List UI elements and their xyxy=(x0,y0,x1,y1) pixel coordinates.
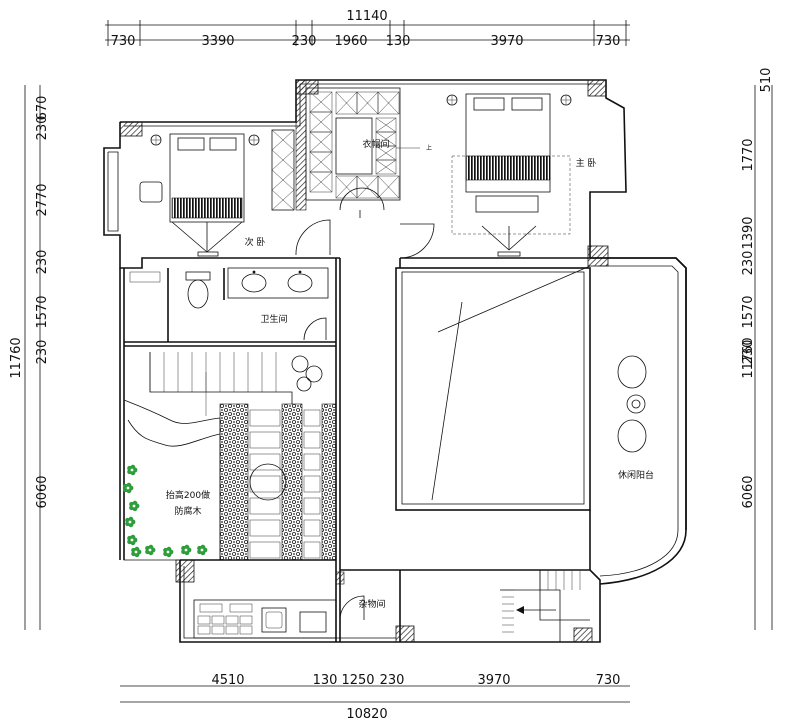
left-seg-1: 230 xyxy=(35,116,50,141)
closet-label: 衣帽间 xyxy=(362,138,389,150)
second-bedroom-label: 次 卧 xyxy=(245,236,266,248)
utility-area: 杂物间 xyxy=(193,595,386,639)
outer-walls xyxy=(103,79,687,643)
bottom-seg-2: 130 xyxy=(313,673,338,688)
bathroom-label: 卫生间 xyxy=(260,313,287,325)
top-seg-7: 730 xyxy=(596,34,621,49)
bottom-seg-5: 3970 xyxy=(477,673,510,688)
bottom-seg-4: 230 xyxy=(380,673,405,688)
bottom-seg-3: 1250 xyxy=(341,673,374,688)
bottom-total-label: 10820 xyxy=(346,707,387,722)
desk-chair xyxy=(139,181,163,203)
bottom-seg-6: 730 xyxy=(596,673,621,688)
cabinet-cell xyxy=(377,175,400,199)
up-mark: 上 xyxy=(426,144,432,152)
right-dimension: 11760 510 1770 1390 230 1570 230 6060 xyxy=(741,68,774,630)
left-dimension: 11760 230 670 2770 230 1570 230 6060 xyxy=(9,85,50,630)
central-void xyxy=(431,265,591,501)
balcony-label: 休闲阳台 xyxy=(618,469,654,481)
right-seg-4: 230 xyxy=(741,251,756,276)
plant-icon xyxy=(197,544,208,556)
right-seg-6: 230 xyxy=(741,340,756,365)
deck-label-line2: 防腐木 xyxy=(174,505,201,517)
cabinet-cell xyxy=(309,171,333,193)
second-bedroom: 次 卧 xyxy=(139,133,331,257)
sink-right xyxy=(287,273,313,293)
balcony-table xyxy=(626,394,646,414)
wall-columns xyxy=(119,79,609,643)
top-seg-3: 230 xyxy=(292,34,317,49)
left-seg-4: 230 xyxy=(35,250,50,275)
leisure-balcony: 休闲阳台 xyxy=(589,257,687,585)
top-seg-4: 1960 xyxy=(334,34,367,49)
master-bedroom: 主 卧 xyxy=(339,93,597,259)
lower-stair xyxy=(500,570,590,642)
bathroom: 卫生间 xyxy=(129,270,327,341)
cabinet-cell xyxy=(375,159,397,175)
plant-icon xyxy=(127,534,138,546)
cabinet-cell xyxy=(377,91,400,115)
master-bed xyxy=(465,93,551,193)
left-seg-5: 1570 xyxy=(35,295,50,328)
left-seg-2: 670 xyxy=(35,96,50,121)
storage-label: 杂物间 xyxy=(358,598,385,610)
left-seg-7: 6060 xyxy=(35,475,50,508)
right-seg-5: 1570 xyxy=(741,295,756,328)
closet-area: 衣帽间 上 xyxy=(271,87,432,211)
bottom-dimension: 4510 130 1250 230 3970 730 10820 xyxy=(120,673,630,722)
left-seg-6: 230 xyxy=(35,340,50,365)
plant-icon xyxy=(125,516,136,528)
stair-garden: 抬高200做 防腐木 xyxy=(123,352,337,561)
right-total-label: 11760 xyxy=(741,337,756,378)
plant-icon xyxy=(145,544,156,556)
right-seg-3: 1390 xyxy=(741,216,756,249)
top-seg-2: 3390 xyxy=(201,34,234,49)
deck-label-line1: 抬高200做 xyxy=(166,489,210,501)
plant-icon xyxy=(131,546,142,558)
right-seg-7: 6060 xyxy=(741,475,756,508)
sink-left xyxy=(241,273,267,293)
plant-icon xyxy=(127,464,138,476)
top-seg-6: 3970 xyxy=(490,34,523,49)
master-bedroom-label: 主 卧 xyxy=(576,157,597,169)
toilet xyxy=(187,279,209,309)
balcony-chair-bottom xyxy=(617,419,647,453)
left-total-label: 11760 xyxy=(9,337,24,378)
top-total-label: 11140 xyxy=(346,9,387,24)
left-seg-3: 2770 xyxy=(35,183,50,216)
top-dimension: 11140 730 3390 230 1960 130 3970 730 xyxy=(105,9,630,49)
plant-icon xyxy=(163,546,174,558)
plant-icon xyxy=(123,482,134,494)
right-seg-2: 1770 xyxy=(741,138,756,171)
plant-icon xyxy=(129,500,140,512)
right-seg-1: 510 xyxy=(759,68,774,93)
top-seg-1: 730 xyxy=(111,34,136,49)
plant-icon xyxy=(181,544,192,556)
top-seg-5: 130 xyxy=(386,34,411,49)
balcony-chair-top xyxy=(617,355,647,389)
bottom-seg-1: 4510 xyxy=(211,673,244,688)
